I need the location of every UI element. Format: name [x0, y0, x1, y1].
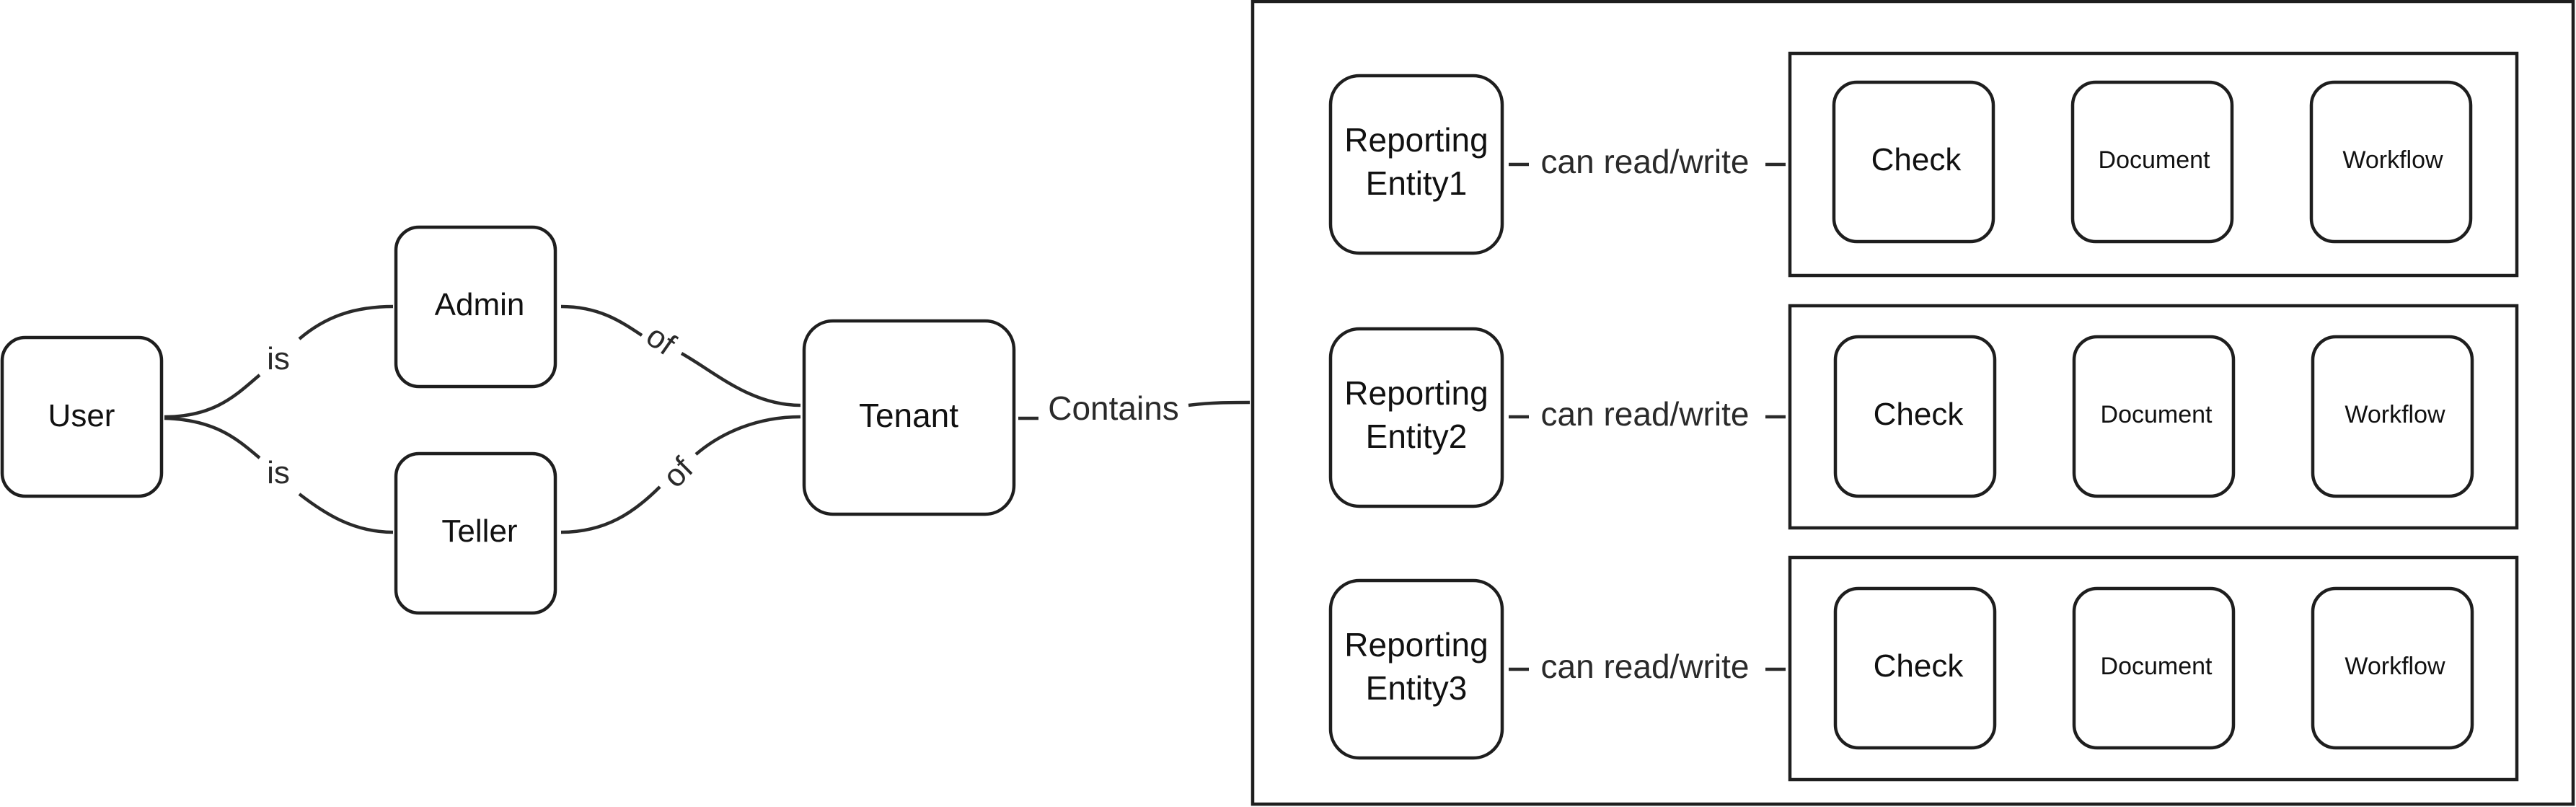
svg-text:Workflow: Workflow — [2342, 146, 2443, 174]
edge-label-teller-tenant: of — [656, 451, 700, 495]
node-reporting-entity3-line2: Entity3 — [1366, 669, 1468, 707]
edge-label-user-admin: is — [267, 341, 290, 376]
group1-item-check[interactable]: Check — [1832, 80, 1995, 244]
node-reporting-entity2-line1: Reporting — [1344, 374, 1488, 412]
tenant-container-frame — [1250, 0, 2575, 806]
node-tenant[interactable]: Tenant — [802, 319, 1016, 516]
node-user[interactable]: User — [0, 335, 164, 498]
edge-label-admin-tenant: of — [640, 318, 682, 363]
node-reporting-entity2-line2: Entity2 — [1366, 418, 1468, 455]
node-reporting-entity1-line2: Entity1 — [1366, 164, 1468, 202]
group-frame-2 — [1788, 304, 2519, 530]
group1-item-document[interactable]: Document — [2070, 80, 2234, 244]
svg-text:Teller: Teller — [441, 513, 517, 549]
group2-item-document[interactable]: Document — [2072, 335, 2236, 498]
svg-text:Document: Document — [2099, 146, 2211, 174]
svg-text:Admin: Admin — [435, 287, 525, 322]
edge-label-tenant-contains: Contains — [1048, 389, 1179, 427]
edge-label-user-teller: is — [267, 455, 290, 490]
edge-entity2-readwrite: can read/write — [1509, 395, 1786, 433]
svg-text:Document: Document — [2101, 653, 2213, 680]
edge-teller-tenant: of — [560, 415, 801, 534]
svg-text:Check: Check — [1871, 142, 1962, 177]
edge-label-entity3-readwrite: can read/write — [1541, 648, 1750, 685]
group3-item-workflow[interactable]: Workflow — [2311, 586, 2474, 750]
edge-user-admin: is — [164, 304, 394, 419]
node-reporting-entity1[interactable]: Reporting Entity1 — [1328, 74, 1504, 255]
group2-item-workflow[interactable]: Workflow — [2311, 335, 2474, 498]
edge-entity3-readwrite: can read/write — [1509, 648, 1786, 685]
node-teller[interactable]: Teller — [394, 451, 557, 615]
node-reporting-entity1-line1: Reporting — [1344, 121, 1488, 159]
edge-tenant-contains: Contains — [1018, 389, 1250, 427]
node-reporting-entity3[interactable]: Reporting Entity3 — [1328, 578, 1504, 760]
edge-label-entity2-readwrite: can read/write — [1541, 395, 1750, 433]
svg-text:User: User — [48, 398, 115, 433]
node-reporting-entity2[interactable]: Reporting Entity2 — [1328, 327, 1504, 508]
group3-item-check[interactable]: Check — [1833, 586, 1997, 750]
group3-item-document[interactable]: Document — [2072, 586, 2236, 750]
svg-text:Check: Check — [1874, 648, 1964, 684]
svg-text:Check: Check — [1874, 397, 1964, 432]
svg-text:Tenant: Tenant — [859, 397, 958, 434]
svg-text:Workflow: Workflow — [2345, 401, 2445, 428]
node-admin[interactable]: Admin — [394, 225, 557, 389]
node-reporting-entity3-line1: Reporting — [1344, 626, 1488, 663]
group-frame-1 — [1788, 51, 2519, 278]
group2-item-check[interactable]: Check — [1833, 335, 1997, 498]
edge-user-teller: is — [164, 416, 394, 534]
svg-text:Document: Document — [2101, 401, 2213, 428]
edge-label-entity1-readwrite: can read/write — [1541, 143, 1750, 180]
group-frame-3 — [1788, 555, 2519, 782]
edge-entity1-readwrite: can read/write — [1509, 143, 1786, 180]
svg-text:Workflow: Workflow — [2345, 653, 2445, 680]
edge-admin-tenant: of — [560, 304, 801, 407]
group1-item-workflow[interactable]: Workflow — [2309, 80, 2473, 244]
